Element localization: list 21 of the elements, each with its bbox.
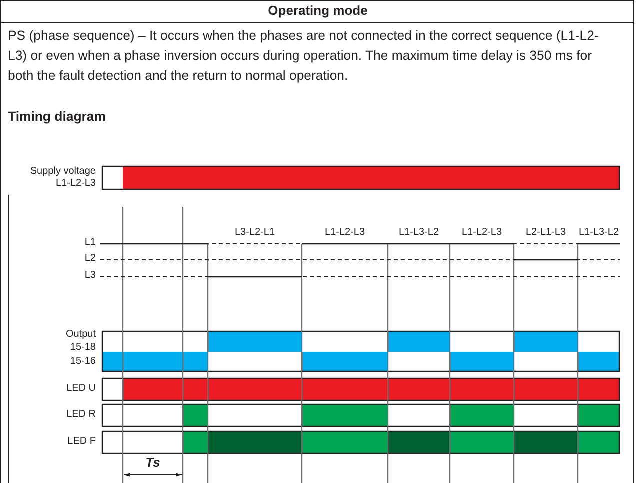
phase-label: L3 <box>84 270 96 282</box>
time-label: Ts <box>146 455 160 470</box>
phase-label: L1 <box>84 237 96 249</box>
signal-label: Output <box>66 329 96 341</box>
signal-label: Supply voltage <box>30 166 96 178</box>
phase-sequence-label: L1-L3-L2 <box>398 227 440 239</box>
phase-sequence-label: L3-L2-L1 <box>234 227 276 239</box>
phase-sequence-label: L1-L2-L3 <box>462 227 502 239</box>
section-heading: Operating mode <box>267 3 369 18</box>
signal-label: L1-L2-L3 <box>56 178 96 190</box>
signal-label: LED U <box>66 383 96 395</box>
section-subheading: Timing diagram <box>8 109 106 124</box>
phase-sequence-label: L1-L3-L2 <box>578 227 620 239</box>
phase-sequence-label: L1-L2-L3 <box>324 227 366 239</box>
signal-label: LED F <box>68 436 96 448</box>
signal-label: 15-18 <box>70 342 96 354</box>
phase-sequence-label: L2-L1-L3 <box>526 227 566 239</box>
signal-label: 15-16 <box>70 356 96 368</box>
description-paragraph: PS (phase sequence) – It occurs when the phases are not connected in the correct sequence (L1-L2-L3) or even when a phase inversion occurs during operation. The maximum time delay is 350 ms for both the fault detection and the return to normal operation. <box>8 27 600 85</box>
signal-label: LED R <box>66 409 96 421</box>
phase-label: L2 <box>84 253 96 265</box>
